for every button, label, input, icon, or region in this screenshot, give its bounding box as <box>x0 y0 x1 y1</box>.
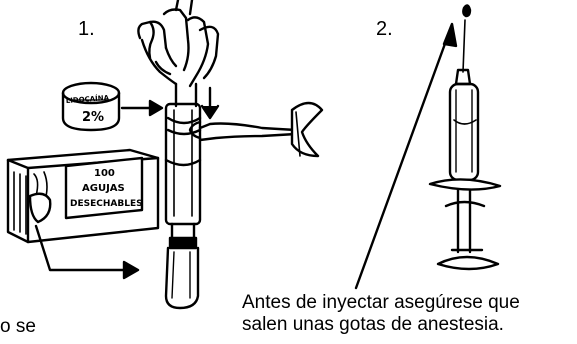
step-one-label: 1. <box>78 18 95 41</box>
pointer-arrow <box>356 24 456 288</box>
box-label-1: 100 <box>94 168 115 179</box>
syringe-step2 <box>430 5 500 269</box>
box-label-3: DESECHABLES <box>70 199 143 209</box>
caption-line-2: salen unas gotas de anestesia. <box>242 314 520 336</box>
vial-label-2: 2% <box>82 110 104 125</box>
needle-box <box>8 150 158 242</box>
arrow-box-to-vial <box>36 226 138 278</box>
hands-drawing <box>138 0 218 86</box>
box-label-2: AGUJAS <box>82 183 125 194</box>
caption: Antes de inyectar asegúrese que salen un… <box>242 292 520 336</box>
cut-off-text: o se <box>0 316 60 338</box>
arrow-vial-to-syringe <box>122 101 162 115</box>
caption-line-1: Antes de inyectar asegúrese que <box>242 292 520 314</box>
syringe-step1 <box>166 84 322 308</box>
step-two-label: 2. <box>376 18 393 41</box>
